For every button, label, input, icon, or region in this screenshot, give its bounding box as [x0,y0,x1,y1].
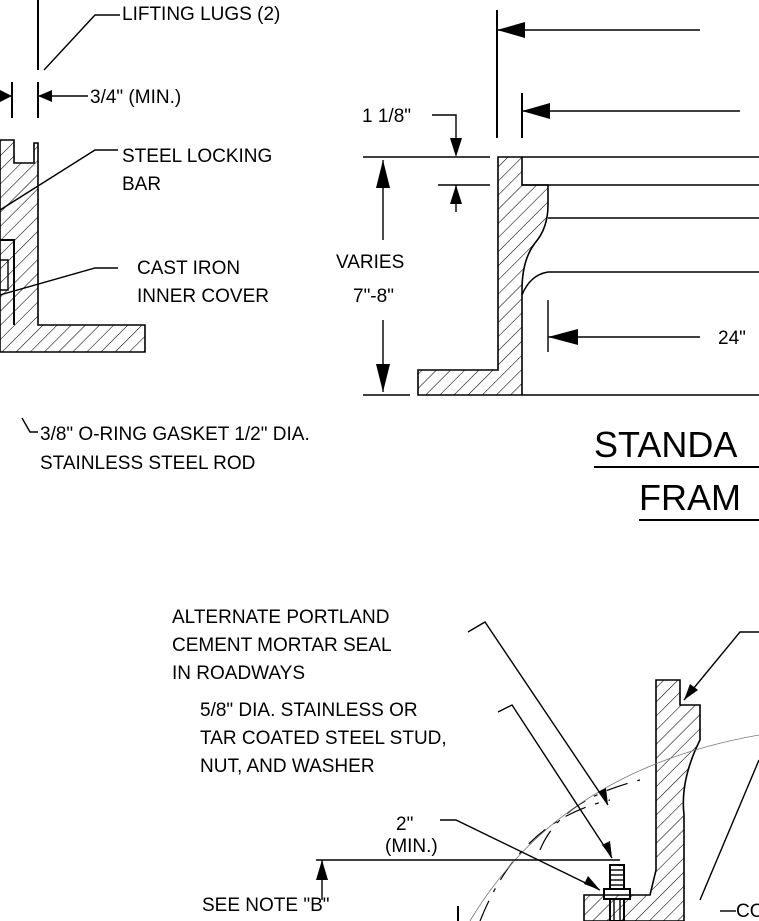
co-partial-label: CO [736,901,759,921]
title-line-1: STANDA [594,424,737,465]
inner-cover-detail [0,0,146,433]
stud-label-1: 5/8" DIA. STAINLESS OR [200,700,418,721]
o-ring-label-2: STAINLESS STEEL ROD [40,453,255,474]
lower-frame-section [583,679,701,921]
cover-section [0,139,146,353]
two-inch-label-2: (MIN.) [385,836,438,857]
stud-label-3: NUT, AND WASHER [200,756,375,777]
alt-portland-label-3: IN ROADWAYS [172,663,305,684]
alt-portland-label-2: CEMENT MORTAR SEAL [172,635,392,656]
varies-label-1: VARIES [336,252,404,273]
cast-iron-label-2: INNER COVER [137,286,269,307]
steel-locking-bar-label-1: STEEL LOCKING [122,146,272,167]
three-quarter-min-label: 3/4" (MIN.) [90,87,181,108]
steel-locking-bar-label-2: BAR [122,174,161,195]
cast-iron-label-1: CAST IRON [137,258,240,279]
lower-detail [316,621,759,921]
o-ring-label-1: 3/8" O-RING GASKET 1/2" DIA. [40,424,310,445]
one-one-eighth-label: 1 1/8" [362,106,411,127]
varies-label-2: 7"-8" [353,286,394,307]
see-note-b-label: SEE NOTE "B" [202,895,330,916]
alt-portland-label-1: ALTERNATE PORTLAND [172,607,390,628]
stud-label-2: TAR COATED STEEL STUD, [200,728,447,749]
frame-section [417,156,549,396]
frame-detail [363,10,759,396]
lifting-lugs-label: LIFTING LUGS (2) [122,4,280,25]
title-line-2: FRAM [639,477,741,518]
two-inch-label-1: 2" [396,814,413,835]
dim-24-label: 24" [718,328,746,349]
